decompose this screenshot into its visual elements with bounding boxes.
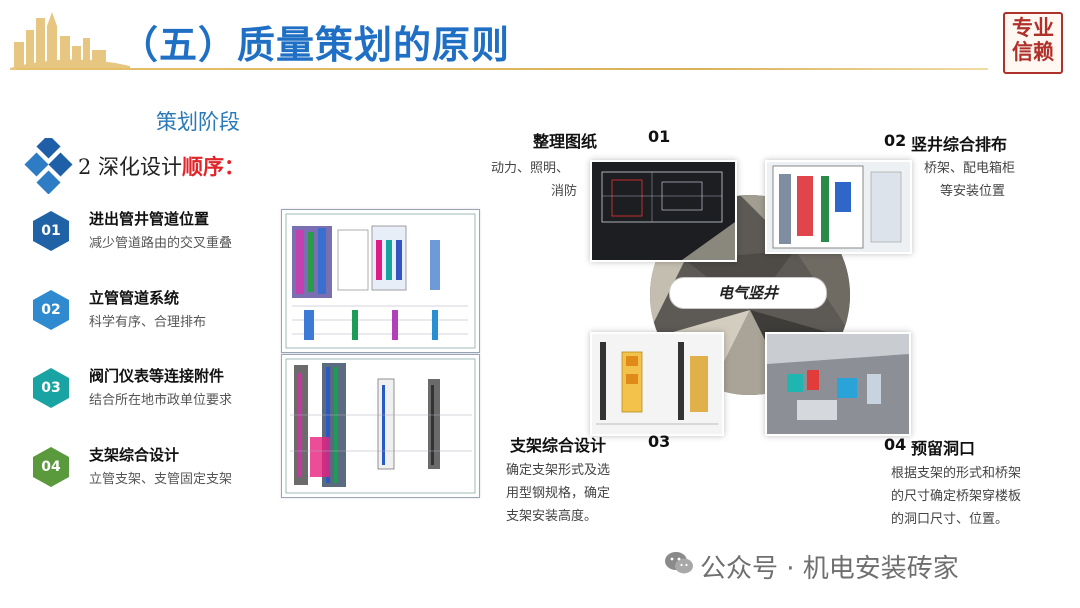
skyline-logo (10, 12, 130, 70)
item-04-desc-line2: 的尺寸确定桥架穿楼板 (891, 489, 1022, 504)
section-prefix: 2 深化设计 (78, 155, 183, 179)
step-item-03: 03 阀门仪表等连接附件 结合所在地市政单位要求 (30, 365, 280, 413)
step-desc: 立管支架、支管固定支架 (89, 472, 233, 487)
step-number: 01 (41, 223, 61, 239)
phase-title: 策划阶段 (156, 110, 240, 134)
header-divider (16, 68, 988, 70)
hexagon-badge-icon (33, 368, 69, 408)
item-03-desc-line3: 支架安装高度。 (506, 509, 598, 524)
hexagon-badge-icon (33, 290, 69, 330)
step-title: 立管管道系统 (89, 289, 180, 307)
seal-logo (1003, 12, 1063, 74)
step-desc: 减少管道路由的交叉重叠 (89, 236, 233, 251)
step-title: 阀门仪表等连接附件 (89, 367, 225, 385)
bracket-drawing-photo (590, 332, 724, 436)
step-desc: 科学有序、合理排布 (89, 315, 207, 330)
item-01-desc-line1: 动力、照明、 (491, 161, 570, 176)
section-highlight: 顺序： (182, 154, 246, 179)
step-number: 02 (41, 302, 61, 318)
item-04-desc-line1: 根据支架的形式和桥架 (891, 466, 1022, 481)
step-item-04: 04 支架综合设计 立管支架、支管固定支架 (30, 444, 280, 492)
item-01-title: 整理图纸 (533, 132, 598, 151)
step-title: 支架综合设计 (89, 446, 180, 464)
item-03-number: 03 (648, 432, 671, 451)
item-03-desc-line2: 用型钢规格，确定 (506, 486, 611, 501)
hexagon-badge-icon (33, 211, 69, 251)
center-label: 电气竖井 (669, 277, 827, 309)
item-04-title: 预留洞口 (911, 439, 976, 458)
item-03-title: 支架综合设计 (510, 436, 607, 455)
step-number: 04 (41, 459, 61, 475)
wechat-icon (665, 552, 693, 574)
item-01-number: 01 (648, 127, 671, 146)
item-04-desc-line3: 的洞口尺寸、位置。 (891, 512, 1009, 527)
item-02-desc-line2: 等安装位置 (940, 184, 1006, 199)
page-title: （五）质量策划的原则 (120, 23, 511, 67)
section-heading: 2 深化设计顺序： (78, 151, 245, 181)
shaft-drawing-image-bottom (281, 354, 480, 498)
item-02-title: 竖井综合排布 (911, 135, 1008, 154)
item-03-desc-line1: 确定支架形式及选 (506, 463, 611, 478)
step-item-01: 01 进出管井管道位置 减少管道路由的交叉重叠 (30, 208, 280, 256)
watermark-text: 公众号 · 机电安装砖家 (700, 554, 959, 584)
seal-text: 专业信赖 (1012, 15, 1054, 64)
electrical-drawing-photo (590, 160, 737, 262)
diamond-bullet-icon (24, 138, 73, 194)
step-item-02: 02 立管管道系统 科学有序、合理排布 (30, 287, 280, 335)
shaft-drawing-image-top (281, 209, 480, 353)
step-desc: 结合所在地市政单位要求 (89, 393, 233, 408)
reserved-opening-photo (765, 332, 911, 436)
item-02-desc-line1: 桥架、配电箱柜 (924, 161, 1016, 176)
step-number: 03 (41, 380, 61, 396)
item-04-number: 04 (884, 435, 907, 454)
hexagon-badge-icon (33, 447, 69, 487)
item-01-desc-line2: 消防 (551, 184, 578, 199)
shaft-layout-photo (765, 160, 912, 254)
item-02-number: 02 (884, 131, 907, 150)
step-title: 进出管井管道位置 (89, 210, 210, 228)
